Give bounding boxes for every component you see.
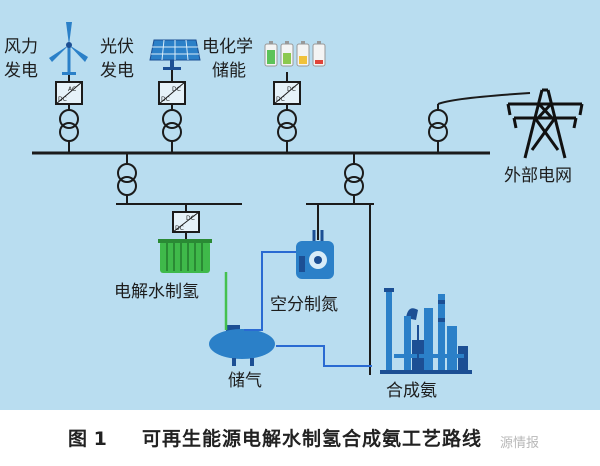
electrolysis-label: 电解水制氢 bbox=[114, 282, 199, 302]
pv-feeder bbox=[158, 70, 186, 153]
wind-ac-label: AC bbox=[68, 86, 76, 93]
pv-dc-label-1: DC bbox=[172, 86, 181, 93]
pv-label-line1: 光伏 bbox=[100, 37, 134, 57]
battery-icons bbox=[264, 41, 326, 67]
air-separation-icon bbox=[296, 230, 334, 279]
gas-storage-tank-icon bbox=[209, 325, 275, 366]
watermark: 源情报 bbox=[500, 436, 540, 451]
figure-number: 图 1 bbox=[68, 428, 107, 450]
storage-label-line2: 储能 bbox=[212, 61, 246, 81]
storage-dc-label-2: DC bbox=[276, 96, 285, 103]
storage-feeder bbox=[273, 72, 301, 153]
nitrogen-transformer bbox=[306, 153, 374, 375]
electrolyzer-icon bbox=[158, 239, 212, 273]
wind-dc-label: DC bbox=[58, 96, 67, 103]
nitrogen-label: 空分制氮 bbox=[270, 295, 338, 315]
grid-label: 外部电网 bbox=[504, 166, 572, 186]
grid-feeder bbox=[428, 92, 531, 153]
wind-feeder bbox=[55, 72, 83, 153]
pv-dc-label-2: DC bbox=[161, 96, 170, 103]
transmission-tower-icon bbox=[506, 88, 584, 159]
electrolysis-transformer bbox=[116, 153, 242, 240]
caption-area bbox=[0, 412, 600, 466]
electrolysis-dc-label-1: DC bbox=[186, 215, 195, 222]
gas-to-ammonia-line bbox=[276, 345, 372, 367]
ammonia-plant-icon bbox=[380, 288, 472, 374]
storage-label-line1: 电化学 bbox=[202, 37, 253, 57]
pv-label-line2: 发电 bbox=[100, 61, 134, 81]
solar-panel-icon bbox=[149, 39, 201, 70]
gas-storage-label: 储气 bbox=[228, 371, 262, 391]
figure-caption: 可再生能源电解水制氢合成氨工艺路线 bbox=[142, 428, 483, 450]
storage-dc-label-1: DC bbox=[287, 86, 296, 93]
wind-label-line1: 风力 bbox=[4, 37, 38, 57]
ammonia-label: 合成氨 bbox=[386, 381, 437, 401]
wind-turbine-icon bbox=[49, 22, 88, 75]
wind-label-line2: 发电 bbox=[4, 61, 38, 81]
nitrogen-flow-line bbox=[244, 251, 296, 331]
process-diagram: AC DC DC DC DC DC bbox=[0, 0, 600, 410]
electrolysis-dc-label-2: DC bbox=[175, 225, 184, 232]
